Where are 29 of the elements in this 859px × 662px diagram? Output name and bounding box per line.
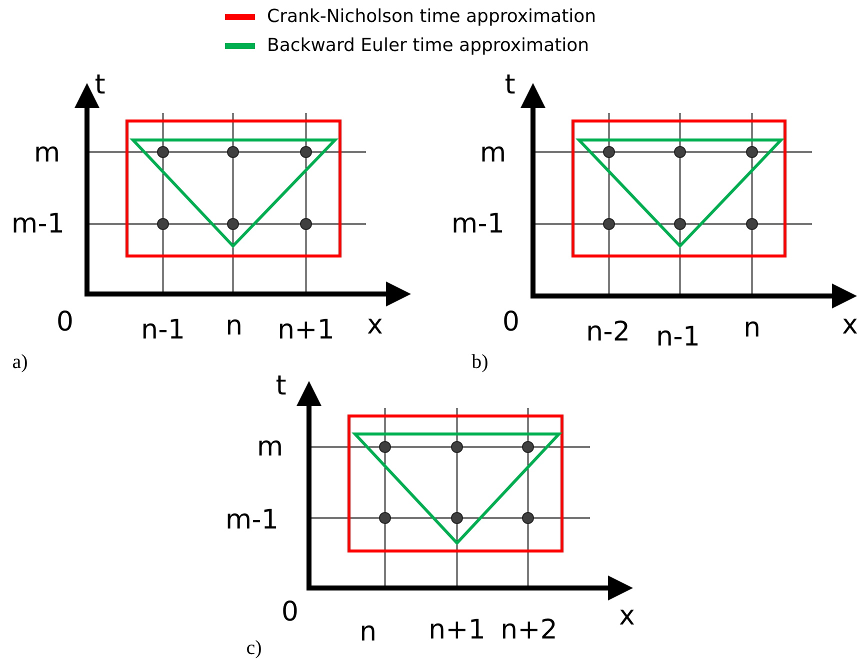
- tick-label: n+2: [500, 616, 558, 644]
- tick-label: m: [34, 140, 60, 166]
- tick-label: n: [359, 618, 377, 646]
- tick-label: 0: [56, 308, 74, 336]
- tick-label: n-1: [140, 316, 186, 344]
- axis-label: x: [619, 602, 635, 630]
- tick-label: m: [256, 434, 284, 460]
- axis-label: t: [94, 72, 106, 98]
- tick-label: n-2: [586, 318, 630, 346]
- legend-label: Backward Euler time approximation: [267, 35, 590, 56]
- tick-label: n+1: [278, 316, 334, 344]
- tick-label: 0: [502, 308, 520, 336]
- panel-label: c): [246, 638, 262, 658]
- tick-label: m-1: [11, 210, 65, 238]
- tick-label: 0: [281, 598, 299, 626]
- axis-label: t: [504, 72, 516, 98]
- legend-label: Crank-Nicholson time approximation: [267, 6, 596, 27]
- tick-label: n: [225, 312, 243, 340]
- axis-label: x: [842, 312, 858, 338]
- tick-label: n-1: [656, 324, 700, 350]
- tick-label: n: [743, 314, 761, 342]
- panel-label: a): [12, 352, 28, 372]
- tick-label: m-1: [225, 506, 279, 534]
- tick-label: n+1: [428, 616, 486, 644]
- tick-label: m-1: [451, 210, 505, 238]
- axis-label: x: [367, 312, 383, 338]
- panel-label: b): [472, 352, 488, 372]
- tick-label: m: [480, 140, 506, 166]
- axis-label: t: [276, 372, 286, 400]
